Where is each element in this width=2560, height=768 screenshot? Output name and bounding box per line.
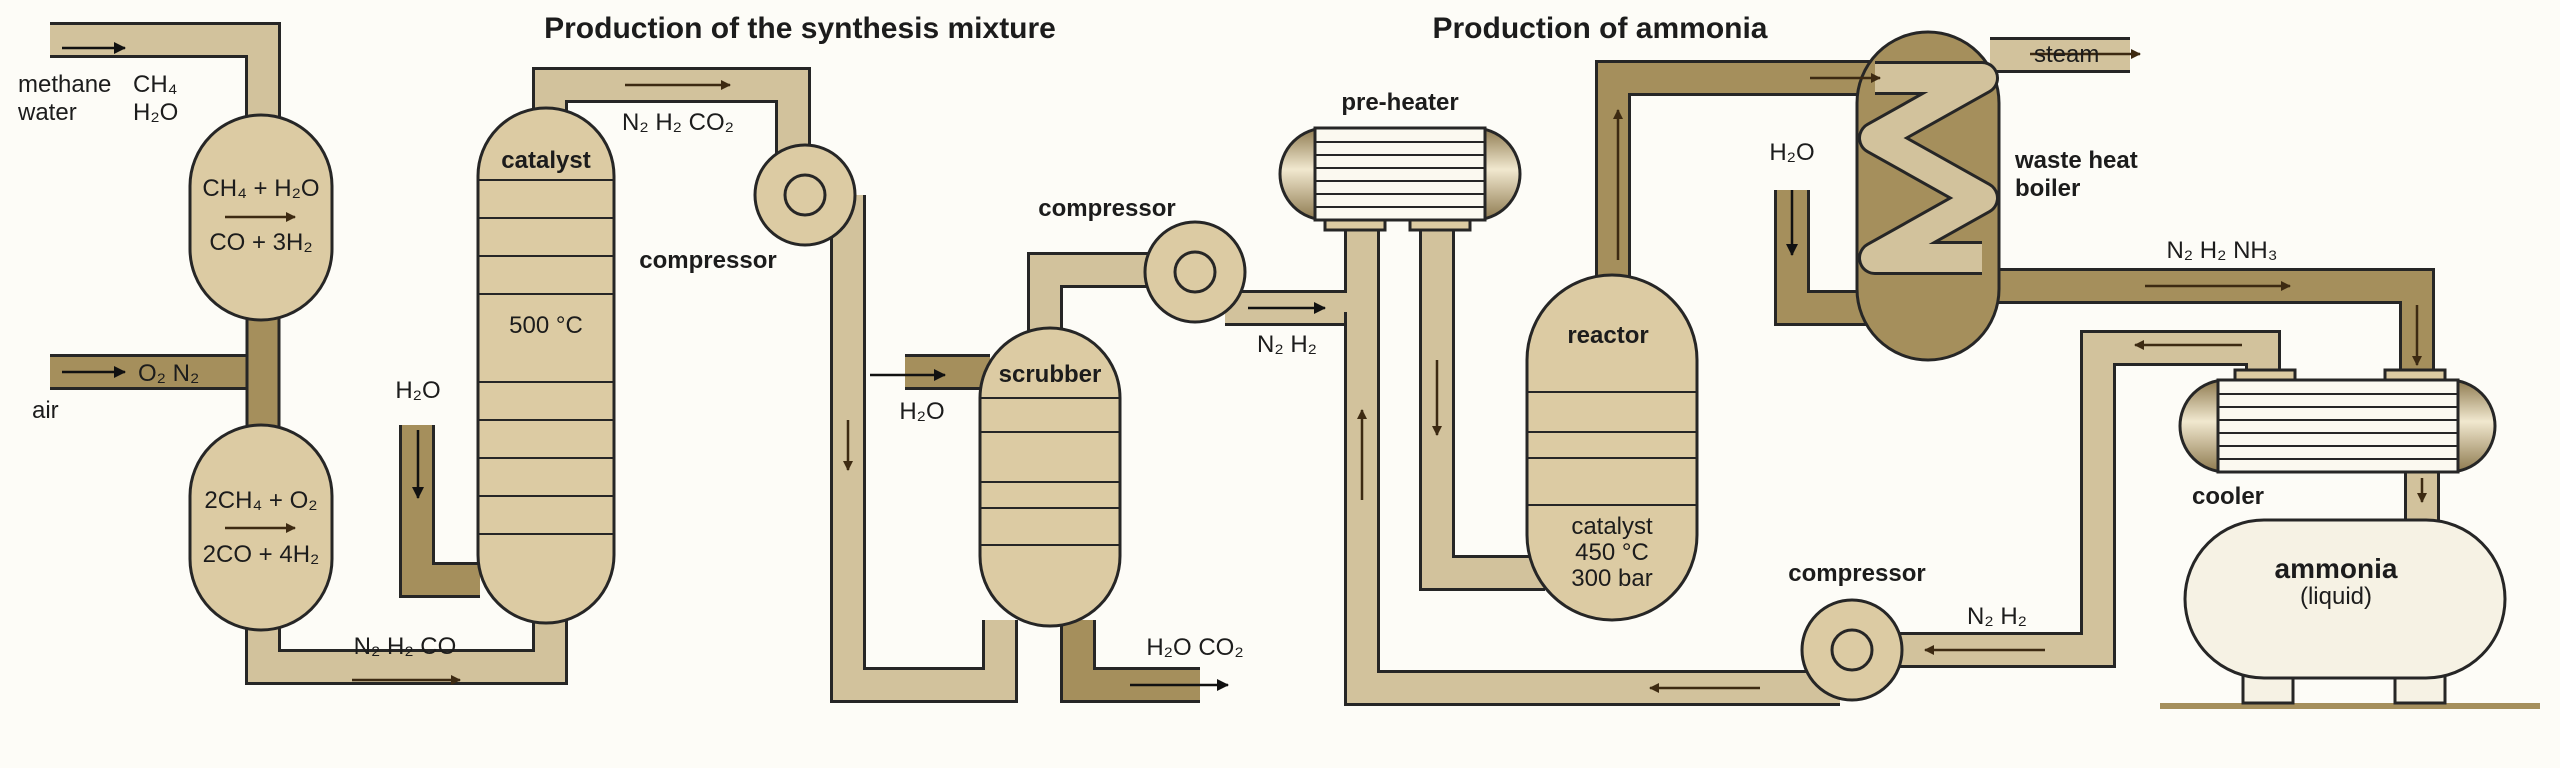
compressor-3 xyxy=(1800,598,1904,702)
reformer-top xyxy=(188,113,334,322)
preheater-label: pre-heater xyxy=(1341,89,1458,116)
waste-heat-boiler xyxy=(1855,30,2001,362)
labels: Production of the synthesis mixture Prod… xyxy=(17,12,2398,661)
boiler-water: H₂O xyxy=(1769,139,1814,166)
stream-n2-h2-co: N₂ H₂ CO xyxy=(354,633,457,660)
boiler-label-1: waste heat xyxy=(2014,147,2138,174)
title-synthesis: Production of the synthesis mixture xyxy=(544,12,1056,45)
compressor-2-label: compressor xyxy=(1038,195,1175,222)
stream-steam: steam xyxy=(2034,41,2099,68)
label-water: water xyxy=(17,99,77,126)
reformer-bottom xyxy=(188,423,334,632)
scrubber-label: scrubber xyxy=(999,361,1102,388)
reformer-bottom-reactants: 2CH₄ + O₂ xyxy=(204,487,317,514)
reactor-temp: 450 °C xyxy=(1575,539,1649,566)
label-h2o-feed: H₂O xyxy=(133,99,178,126)
label-methane: methane xyxy=(18,71,111,98)
label-o2-n2: O₂ N₂ xyxy=(138,360,199,387)
stream-n2-h2-return: N₂ H₂ xyxy=(1967,603,2027,630)
compressor-1 xyxy=(753,143,857,247)
title-ammonia: Production of ammonia xyxy=(1432,12,1767,45)
label-air: air xyxy=(32,397,59,424)
tank-label: ammonia xyxy=(2275,553,2398,584)
reformer-top-reactants: CH₄ + H₂O xyxy=(202,175,319,202)
stream-h2o-co2: H₂O CO₂ xyxy=(1146,634,1243,661)
converter-water: H₂O xyxy=(395,377,440,404)
converter-temp: 500 °C xyxy=(509,312,583,339)
converter-vessel xyxy=(476,106,616,625)
scrubber-water: H₂O xyxy=(899,398,944,425)
compressor-2 xyxy=(1143,220,1247,324)
stream-n2-h2-nh3: N₂ H₂ NH₃ xyxy=(2166,237,2277,264)
reformer-bottom-products: 2CO + 4H₂ xyxy=(203,541,320,568)
reactor-vessel xyxy=(1525,273,1699,622)
stream-n2-h2-co2: N₂ H₂ CO₂ xyxy=(622,109,734,136)
reactor-catalyst: catalyst xyxy=(1571,513,1653,540)
ammonia-tank xyxy=(2160,518,2540,709)
reformer-top-products: CO + 3H₂ xyxy=(209,229,312,256)
reactor-pressure: 300 bar xyxy=(1571,565,1652,592)
cooler xyxy=(2178,368,2497,474)
tank-sublabel: (liquid) xyxy=(2300,583,2372,610)
scrubber-vessel xyxy=(978,326,1122,628)
label-ch4: CH₄ xyxy=(133,71,177,98)
boiler-label-2: boiler xyxy=(2015,175,2080,202)
converter-label: catalyst xyxy=(501,147,590,174)
pre-heater xyxy=(1278,126,1522,232)
reactor-label: reactor xyxy=(1567,322,1648,349)
cooler-label: cooler xyxy=(2192,483,2264,510)
compressor-3-label: compressor xyxy=(1788,560,1925,587)
compressor-1-label: compressor xyxy=(639,247,776,274)
stream-n2-h2: N₂ H₂ xyxy=(1257,331,1317,358)
flow-arrows xyxy=(62,42,2427,693)
